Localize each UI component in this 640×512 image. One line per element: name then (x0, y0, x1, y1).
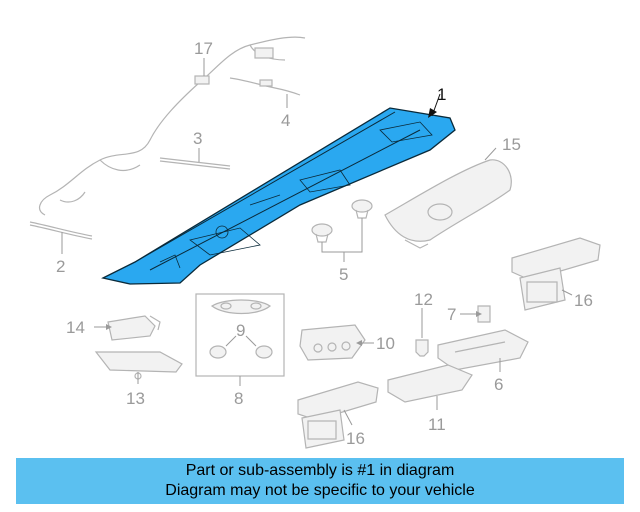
callout-9: 9 (236, 321, 245, 340)
callout-10: 10 (376, 334, 395, 353)
part-9-bulb-left (209, 345, 227, 359)
part-16-screen-upper[interactable] (511, 237, 601, 311)
part-3-strip[interactable] (159, 157, 231, 170)
callout-12: 12 (414, 290, 433, 309)
part-9-bulb-right (255, 345, 273, 359)
banner-line-2: Diagram may not be specific to your vehi… (165, 482, 475, 499)
part-12-clip[interactable] (415, 339, 429, 357)
part-15-console[interactable] (384, 159, 512, 249)
part-1-headliner[interactable] (101, 107, 456, 285)
callout-16-upper: 16 (574, 291, 593, 310)
callout-7: 7 (447, 305, 456, 324)
banner-line-1: Part or sub-assembly is #1 in diagram (185, 462, 455, 479)
callout-6: 6 (494, 375, 503, 394)
callout-13: 13 (126, 389, 145, 408)
callout-15: 15 (502, 135, 521, 154)
callout-5: 5 (339, 265, 348, 284)
part-10-switch-panel[interactable] (299, 324, 366, 361)
part-11-console[interactable] (387, 364, 473, 403)
callout-14: 14 (66, 318, 85, 337)
part-4-harness[interactable] (229, 77, 301, 96)
part-16-screen-lower[interactable] (297, 381, 379, 449)
callout-3: 3 (193, 129, 202, 148)
part-17-harness[interactable] (38, 36, 306, 216)
info-banner: Part or sub-assembly is #1 in diagram Di… (16, 458, 624, 504)
part-2-strip[interactable] (29, 221, 93, 240)
callout-16-lower: 16 (346, 429, 365, 448)
callout-1: 1 (437, 85, 446, 104)
part-13-trim[interactable] (94, 351, 183, 380)
part-7-clip[interactable] (477, 305, 491, 323)
callout-8: 8 (234, 389, 243, 408)
part-5-clips[interactable] (311, 199, 373, 243)
parts-diagram: 17 4 3 2 1 15 (29, 36, 601, 449)
part-6-console[interactable] (437, 329, 529, 371)
callout-17: 17 (194, 39, 213, 58)
callout-11: 11 (428, 415, 446, 434)
callout-2: 2 (56, 257, 65, 276)
part-14-bracket[interactable] (107, 315, 161, 341)
callout-4: 4 (281, 111, 290, 130)
